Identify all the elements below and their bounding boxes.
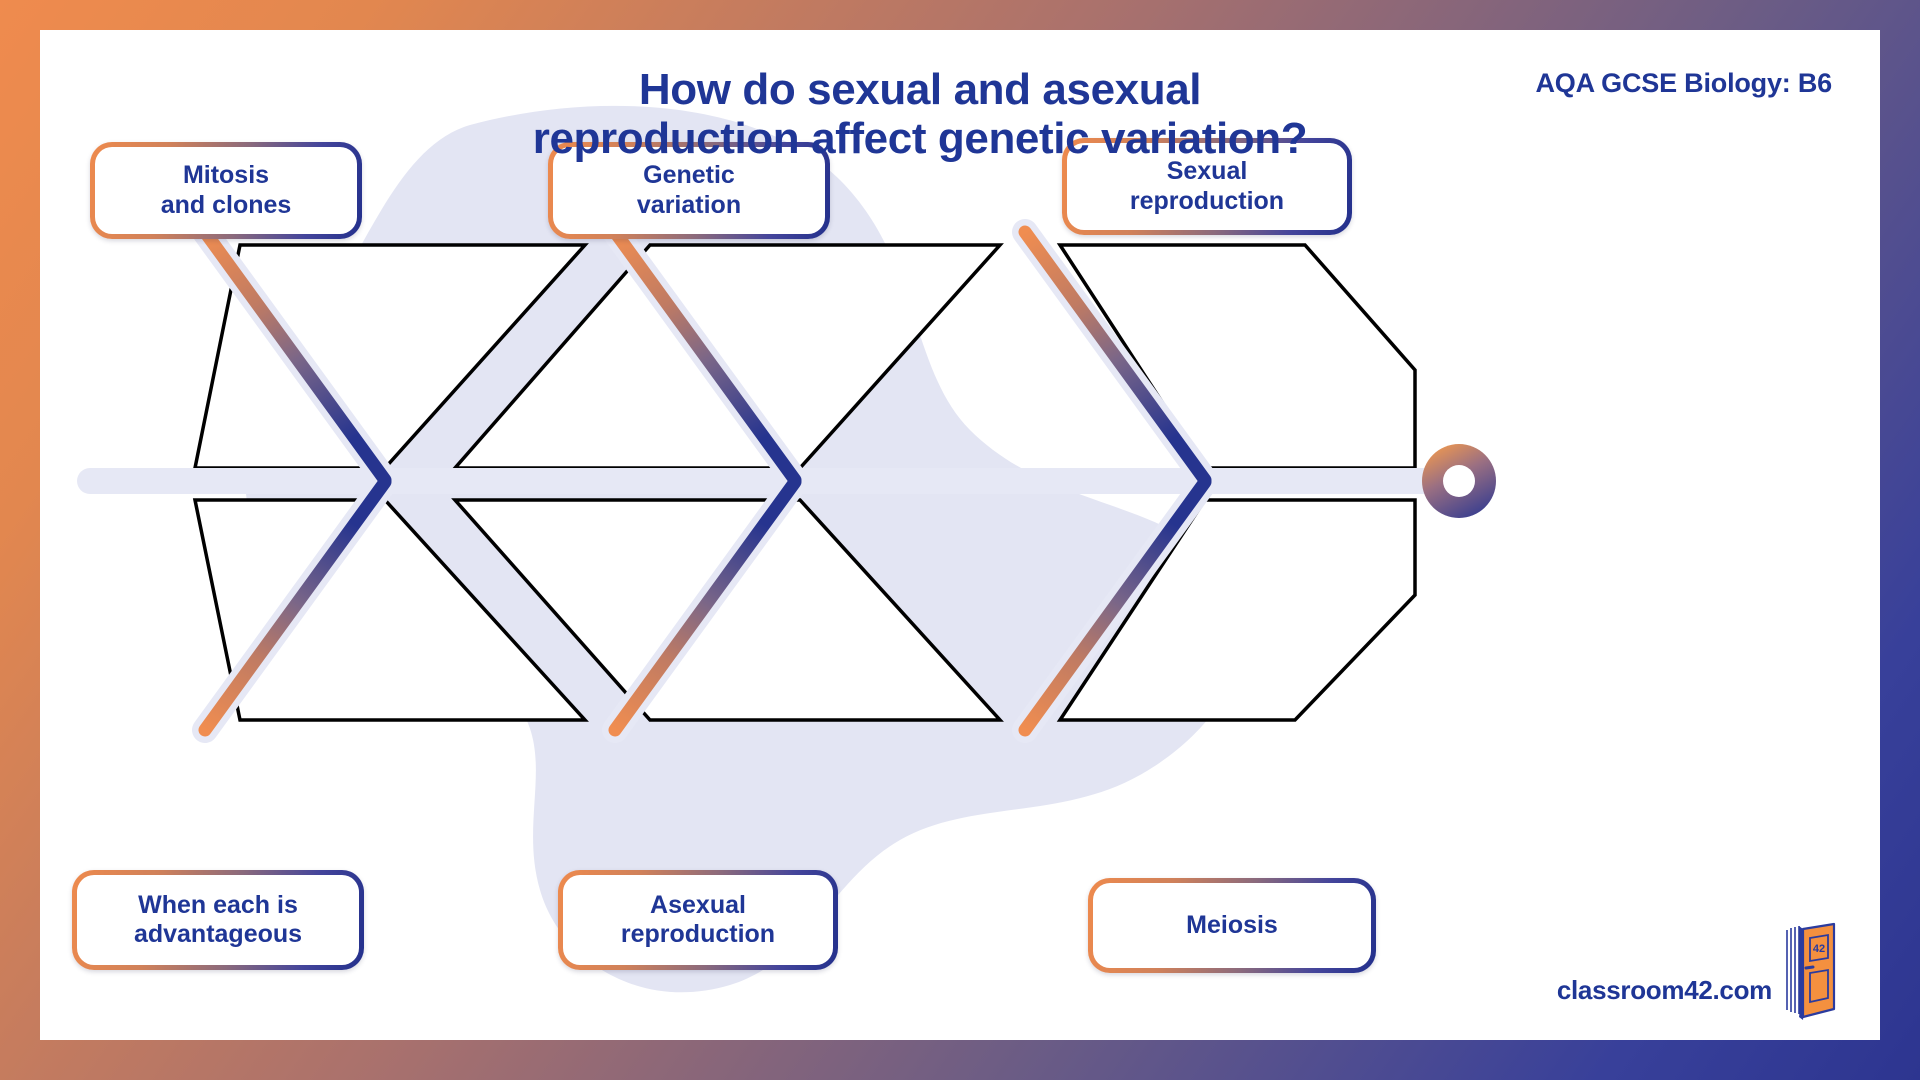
fishbone-diagram bbox=[77, 105, 1496, 993]
classroom-door-logo-icon: 42 bbox=[1786, 922, 1836, 1020]
branch-label-sexual-reproduction[interactable]: Sexual reproduction bbox=[1062, 138, 1352, 235]
slide-card: How do sexual and asexual reproduction a… bbox=[40, 30, 1880, 1040]
branch-label-mitosis-and-clones[interactable]: Mitosis and clones bbox=[90, 142, 362, 239]
svg-text:42: 42 bbox=[1813, 943, 1825, 955]
writing-area-bottom-2 bbox=[451, 498, 1004, 722]
branch-label-text: When each is advantageous bbox=[133, 890, 303, 948]
bone-top-3 bbox=[1018, 225, 1212, 487]
writing-area-bottom-1 bbox=[192, 498, 589, 722]
branch-label-genetic-variation[interactable]: Genetic variation bbox=[548, 142, 830, 239]
bone-bottom-2 bbox=[608, 475, 802, 737]
branch-label-text: Asexual reproduction bbox=[620, 890, 776, 948]
branch-label-inner: Genetic variation bbox=[553, 147, 825, 234]
spec-badge: AQA GCSE Biology: B6 bbox=[1535, 68, 1832, 98]
branch-label-text: Meiosis bbox=[1186, 910, 1278, 939]
writing-area-bottom-3 bbox=[1056, 498, 1417, 722]
branch-label-inner: Meiosis bbox=[1093, 883, 1371, 968]
bones bbox=[77, 219, 1453, 743]
branch-label-meiosis[interactable]: Meiosis bbox=[1088, 878, 1376, 973]
page-title-line-2: reproduction affect genetic variation? bbox=[532, 114, 1308, 164]
branch-label-inner: Sexual reproduction bbox=[1067, 143, 1347, 230]
page-title-line-1: How do sexual and asexual bbox=[638, 65, 1202, 114]
fish-eye-icon bbox=[1422, 444, 1496, 518]
branch-label-text: Sexual reproduction bbox=[1129, 157, 1285, 215]
bone-bottom-1 bbox=[198, 475, 392, 737]
branch-label-inner: Asexual reproduction bbox=[563, 875, 833, 965]
branch-label-when-each-is-advantageous[interactable]: When each is advantageous bbox=[72, 870, 364, 970]
page-title: How do sexual and asexual reproduction a… bbox=[500, 65, 1340, 164]
branch-label-asexual-reproduction[interactable]: Asexual reproduction bbox=[558, 870, 838, 970]
branch-label-text: Mitosis and clones bbox=[160, 161, 292, 219]
writing-areas bbox=[192, 243, 1417, 722]
branch-label-text: Genetic variation bbox=[636, 161, 742, 219]
bone-top-1 bbox=[198, 225, 392, 487]
bone-top-2 bbox=[608, 225, 802, 487]
bone-bottom-3 bbox=[1018, 475, 1212, 737]
branch-label-inner: When each is advantageous bbox=[77, 875, 359, 965]
branch-label-inner: Mitosis and clones bbox=[95, 147, 357, 234]
brand-wordmark[interactable]: classroom42.com bbox=[1556, 975, 1772, 1005]
